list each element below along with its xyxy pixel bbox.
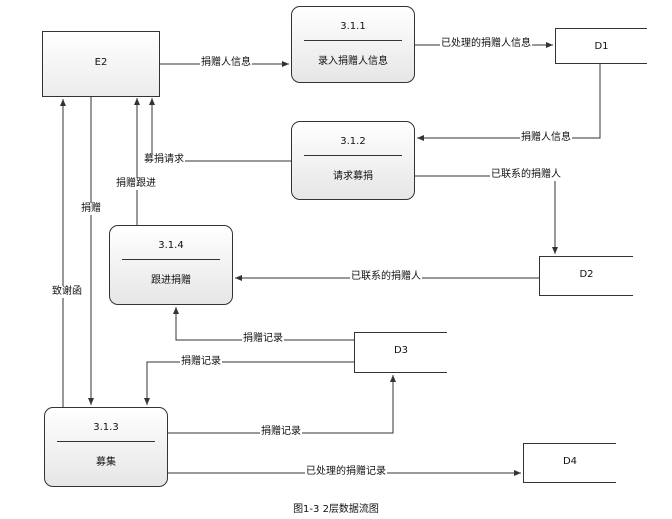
- process-3-1-1-name: 录入捐赠人信息: [318, 56, 388, 67]
- flow-label-donation-records-to-314: 捐赠记录: [242, 333, 284, 345]
- process-3-1-3-name: 募集: [96, 457, 116, 468]
- process-3-1-2[interactable]: 3.1.2 请求募捐: [291, 121, 415, 200]
- process-3-1-1-id: 3.1.1: [340, 21, 366, 32]
- entity-e2-label: E2: [94, 57, 108, 68]
- process-3-1-1[interactable]: 3.1.1 录入捐赠人信息: [291, 6, 415, 83]
- process-3-1-4[interactable]: 3.1.4 跟进捐赠: [109, 225, 233, 305]
- data-store-d1[interactable]: D1: [555, 28, 647, 64]
- flow-label-thank-you-letter: 致谢函: [51, 286, 83, 298]
- data-store-d3-label: D3: [393, 345, 409, 356]
- flow-arrow-f3: [417, 64, 601, 141]
- flow-label-donation: 捐赠: [80, 203, 102, 215]
- figure-caption: 图1-3 2层数据流图: [293, 504, 379, 515]
- flow-label-processed-donation-records: 已处理的捐赠记录: [305, 466, 387, 478]
- flow-arrow-f10: [173, 307, 354, 341]
- entity-e2[interactable]: E2: [42, 31, 160, 97]
- process-3-1-3[interactable]: 3.1.3 募集: [44, 407, 168, 487]
- data-store-d2-label: D2: [579, 269, 594, 280]
- flow-arrow-f11: [144, 361, 354, 405]
- process-3-1-4-id: 3.1.4: [158, 240, 184, 251]
- flow-arrow-f12: [168, 375, 396, 434]
- data-store-d2[interactable]: D2: [539, 256, 633, 296]
- flow-label-processed-donor-info: 已处理的捐赠人信息: [440, 38, 532, 50]
- flow-label-donation-records-to-d3: 捐赠记录: [260, 426, 302, 438]
- process-3-1-3-id: 3.1.3: [93, 422, 119, 433]
- process-divider: [122, 259, 220, 260]
- flow-label-donor-info-return: 捐赠人信息: [520, 132, 572, 144]
- flow-label-donor-info: 捐赠人信息: [200, 57, 252, 69]
- process-divider: [57, 441, 155, 442]
- process-3-1-2-name: 请求募捐: [333, 171, 373, 182]
- data-store-d4-label: D4: [562, 456, 578, 467]
- process-3-1-4-name: 跟进捐赠: [151, 275, 191, 286]
- flow-label-contacted-donors-to-314: 已联系的捐赠人: [350, 271, 422, 283]
- flow-label-fundraising-request: 募捐请求: [143, 154, 185, 166]
- flow-label-donation-follow-up: 捐赠跟进: [115, 178, 157, 190]
- flow-arrow-f4: [149, 98, 291, 162]
- process-3-1-2-id: 3.1.2: [340, 136, 366, 147]
- process-divider: [304, 40, 402, 41]
- process-divider: [304, 155, 402, 156]
- data-store-d1-label: D1: [594, 41, 609, 52]
- flow-arrow-f5: [415, 175, 558, 254]
- flow-label-donation-records-to-313: 捐赠记录: [180, 356, 222, 368]
- data-store-d3[interactable]: D3: [354, 332, 447, 373]
- data-store-d4[interactable]: D4: [523, 443, 616, 483]
- flow-label-contacted-donors: 已联系的捐赠人: [490, 169, 562, 181]
